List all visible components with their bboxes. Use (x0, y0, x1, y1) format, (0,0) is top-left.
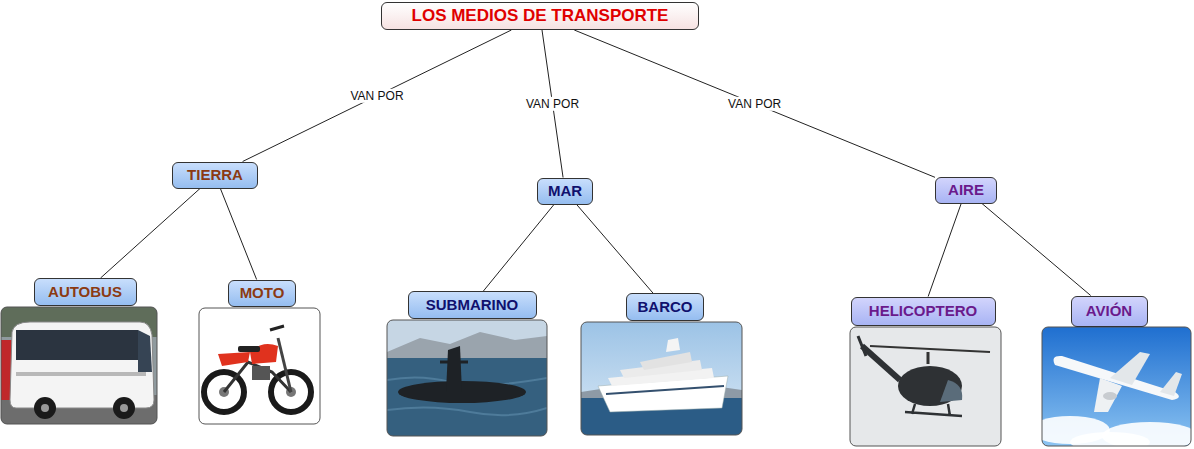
node-label: AUTOBUS (48, 284, 122, 301)
connector-line (243, 30, 512, 162)
picture-frame (1042, 327, 1191, 446)
moto-picture (199, 308, 320, 424)
connector-line (101, 189, 200, 279)
connector-line (483, 205, 554, 292)
category-box: AIRE (935, 177, 997, 204)
node-label: SUBMARINO (426, 297, 519, 314)
picture-frame (581, 322, 742, 435)
vehicle-box: HELICOPTERO (851, 297, 996, 326)
edge-label: VAN POR (524, 97, 581, 111)
node-label: TIERRA (187, 167, 243, 184)
airplane-picture (1042, 327, 1191, 446)
node-label: BARCO (638, 299, 693, 316)
vehicle-box: AUTOBUS (34, 278, 137, 306)
node-label: LOS MEDIOS DE TRANSPORTE (412, 7, 669, 26)
picture-frame (850, 327, 1001, 446)
bus-picture (1, 307, 157, 424)
edge-label: VAN POR (348, 89, 405, 103)
connector-line (577, 205, 653, 294)
vehicle-box: BARCO (626, 293, 704, 321)
title-box: LOS MEDIOS DE TRANSPORTE (381, 2, 699, 30)
category-box: TIERRA (172, 162, 258, 189)
connector-line (928, 204, 961, 297)
picture-frame (199, 308, 320, 424)
picture-frame (1, 307, 157, 424)
node-label: AIRE (948, 182, 984, 199)
connector-line (574, 30, 935, 177)
vehicle-box: SUBMARINO (408, 291, 537, 319)
connector-line (220, 189, 256, 280)
ship-picture (581, 322, 742, 435)
node-label: MAR (548, 183, 582, 200)
node-label: MOTO (240, 285, 285, 302)
edge-label: VAN POR (726, 96, 783, 110)
connector-line (982, 204, 1091, 296)
vehicle-box: MOTO (228, 280, 296, 307)
category-box: MAR (537, 178, 593, 205)
node-label: HELICOPTERO (869, 303, 977, 320)
vehicle-box: AVIÓN (1071, 296, 1148, 327)
submarine-picture (387, 320, 547, 436)
picture-frame (387, 320, 547, 436)
helicopter-picture (850, 327, 1001, 446)
node-label: AVIÓN (1086, 303, 1132, 320)
